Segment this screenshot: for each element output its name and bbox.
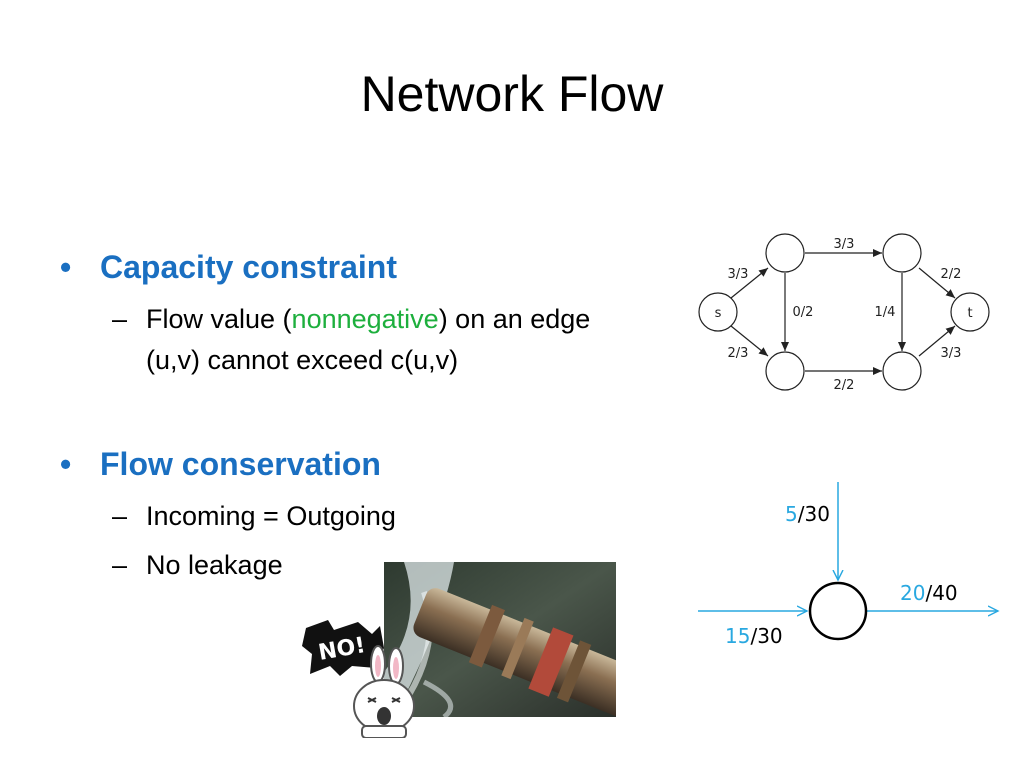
node-d	[882, 351, 922, 391]
nonnegative-highlight: nonnegative	[291, 304, 439, 334]
top-edge-label: 5/30	[785, 502, 830, 526]
edge-label-b-d: 1/4	[875, 305, 896, 320]
sub-text: Flow value (nonnegative) on an edge	[146, 304, 591, 334]
node-s	[698, 292, 738, 332]
node-label-t: t	[967, 306, 972, 321]
sub-dash: –	[112, 304, 128, 334]
edge-label-a-c: 0/2	[793, 305, 814, 320]
sub-text: (u,v) cannot exceed c(u,v)	[146, 345, 459, 375]
edge-s-a	[730, 267, 769, 299]
sub-dash: –	[112, 550, 128, 580]
edge-label-d-t: 3/3	[941, 346, 962, 361]
edge-label-c-d: 2/2	[834, 378, 855, 393]
node-c	[765, 351, 805, 391]
conservation-node	[808, 581, 868, 641]
sub-dash: –	[112, 501, 128, 531]
sub-text: No leakage	[146, 550, 283, 580]
node-b	[882, 233, 922, 273]
edge-b-t	[918, 267, 956, 299]
node-label-s: s	[715, 306, 722, 321]
node-a	[765, 233, 805, 273]
bunny-icon	[353, 645, 415, 739]
edge-s-c	[730, 325, 769, 357]
edge-label-b-t: 2/2	[941, 267, 962, 282]
sub-text: Incoming = Outgoing	[146, 501, 396, 531]
conservation-diagram: 5/30 15/30 20/40	[698, 482, 1010, 648]
edge-d-t	[918, 325, 956, 357]
network-flow-diagram: s t 3/3 2/3 0/2 3/3 2/2 1/4 2/2 3/3	[698, 233, 990, 393]
edge-label-s-c: 2/3	[728, 346, 749, 361]
bullet-heading: Capacity constraint	[100, 249, 397, 285]
edge-label-a-b: 3/3	[834, 237, 855, 252]
node-t	[950, 292, 990, 332]
bullet-heading: Flow conservation	[100, 446, 381, 482]
bullet-dot: •	[60, 446, 72, 482]
edge-label-s-a: 3/3	[728, 267, 749, 282]
no-bunny-sticker: NO!	[300, 618, 420, 739]
right-edge-label: 20/40	[900, 581, 958, 605]
slide-title: Network Flow	[360, 66, 664, 122]
bullet-dot: •	[60, 249, 72, 285]
left-edge-label: 15/30	[725, 624, 783, 648]
